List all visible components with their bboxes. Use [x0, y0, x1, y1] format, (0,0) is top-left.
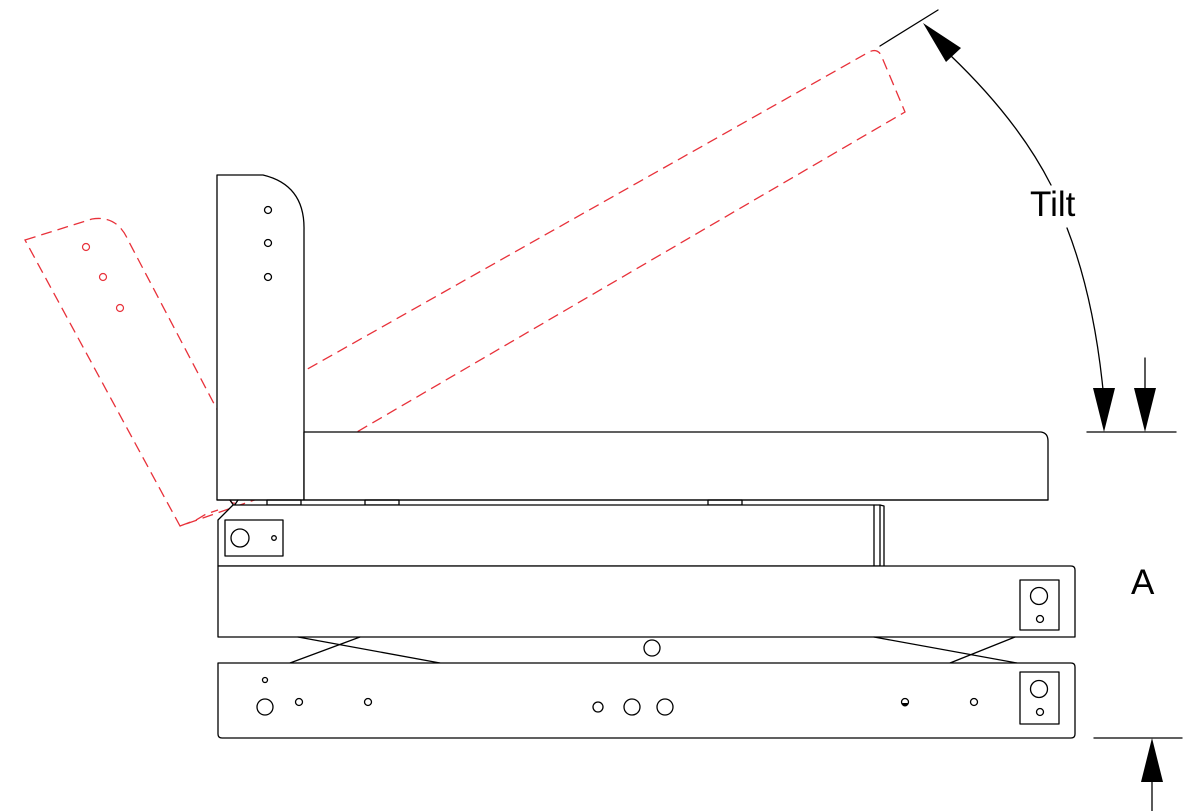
back-plate	[216, 174, 305, 501]
tilted-plate-hole	[98, 272, 108, 282]
height-arrowhead-bottom	[1141, 738, 1163, 782]
tabletop-bracket	[707, 499, 743, 506]
base-frame	[217, 662, 1076, 739]
tilt-extension-line	[879, 9, 939, 47]
height-dimension: A	[1093, 563, 1183, 811]
back-plate-outline	[216, 174, 305, 501]
upper-bracket-hole-large	[1029, 586, 1049, 606]
base-bracket-hole-small	[1035, 707, 1045, 717]
tabletop-bracket	[266, 499, 302, 506]
scissor-center-pin	[643, 639, 661, 657]
base-hole	[969, 697, 979, 707]
base-hole	[294, 697, 304, 707]
tilt-frame-end-cap	[873, 504, 885, 567]
tilt-label: Tilt	[1030, 185, 1076, 224]
upper-frame-bracket	[1019, 579, 1060, 631]
tabletop	[216, 431, 1049, 507]
tilt-arc-lower	[1066, 227, 1105, 401]
tilt-reference-arrowhead	[1134, 388, 1156, 432]
base-hole	[363, 697, 373, 707]
back-plate-hole	[263, 238, 273, 248]
base-hole	[623, 698, 641, 716]
scissor-arm	[873, 636, 1018, 664]
scissor-arm	[297, 636, 441, 664]
tilted-hinge-step	[179, 509, 219, 527]
tilted-plate-hole	[115, 303, 125, 313]
tabletop-outline	[303, 431, 1049, 501]
back-plate-hole	[263, 272, 273, 282]
tilt-frame	[217, 504, 885, 567]
base-hole	[656, 698, 674, 716]
scissor-arm	[289, 636, 361, 664]
base-frame-outline	[217, 662, 1076, 739]
tilt-frame-pivot-hole	[230, 528, 250, 548]
scissor-linkage	[289, 636, 1018, 664]
tilt-arrowhead-top	[923, 23, 961, 62]
tilt-frame-small-hole	[271, 535, 277, 541]
base-hole	[592, 701, 604, 713]
scissor-arm	[949, 636, 1016, 664]
upper-bracket-hole-small	[1035, 614, 1045, 624]
back-plate-hole	[263, 205, 273, 215]
tilt-arc-upper	[949, 54, 1052, 186]
tilt-arrowhead-bottom	[1093, 388, 1115, 432]
tilt-frame-end-bracket	[224, 519, 284, 557]
base-hole	[256, 698, 274, 716]
tabletop-bracket	[364, 499, 400, 506]
tilt-dimension: Tilt	[879, 9, 1177, 433]
base-hole	[261, 676, 269, 684]
tilted-plate-hole	[81, 242, 91, 252]
base-hole-fill	[901, 703, 909, 707]
base-bracket-hole-large	[1029, 679, 1049, 699]
base-frame-bracket	[1019, 671, 1060, 725]
height-label-a: A	[1131, 563, 1155, 602]
tilt-frame-outline	[217, 504, 881, 567]
upper-lift-frame	[217, 565, 1076, 638]
upper-frame-outline	[217, 565, 1076, 638]
